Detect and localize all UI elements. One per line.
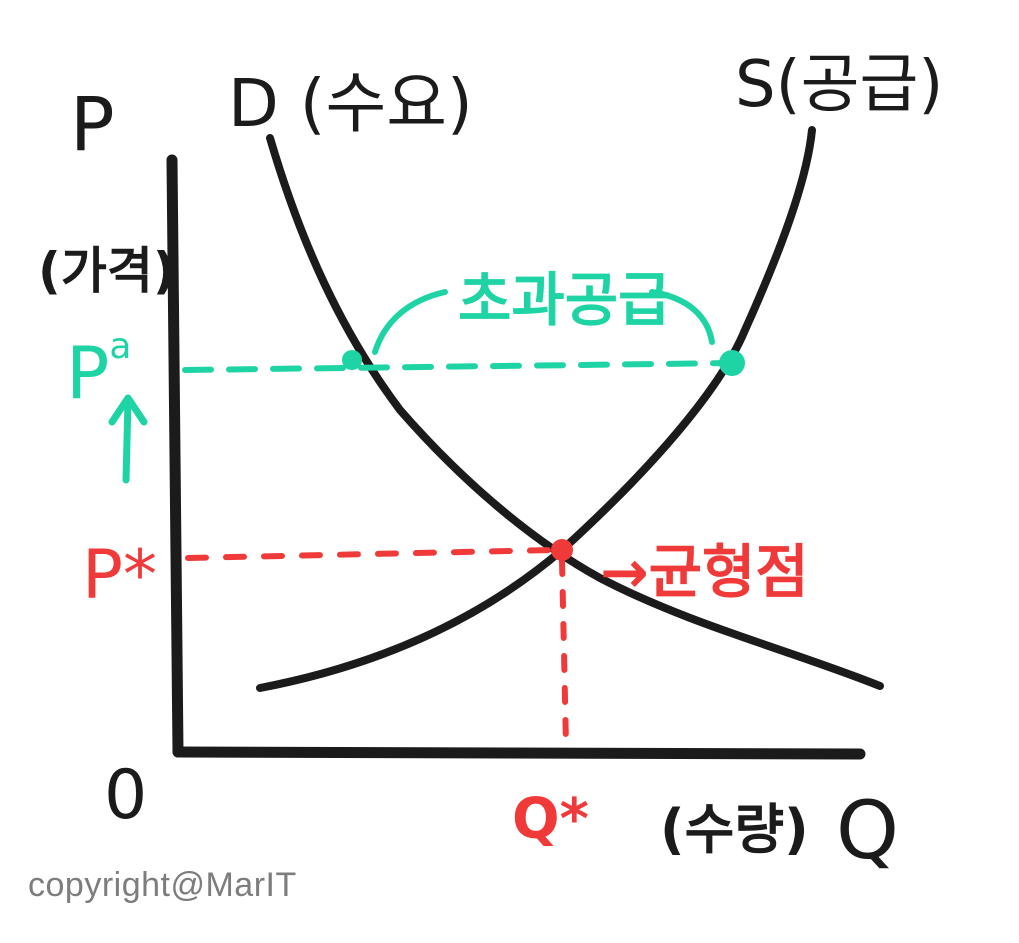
x-axis-symbol: Q (836, 784, 899, 877)
equilibrium-point-label: →균형점 (600, 538, 809, 606)
demand-point-pa (342, 350, 362, 370)
y-axis-symbol: P (70, 82, 115, 168)
y-axis (166, 154, 184, 758)
y-axis-label: (가격) (38, 242, 176, 300)
price-pa-superscript: a (109, 326, 131, 367)
price-star-dashed-line (185, 547, 558, 561)
demand-curve (266, 134, 884, 690)
excess-supply-label: 초과공급 (458, 266, 671, 334)
origin-label: 0 (104, 756, 147, 835)
price-pa-label: Pa (66, 326, 131, 415)
equilibrium-point (551, 539, 573, 561)
supply-curve-label: S(공급) (735, 48, 943, 122)
supply-point-pa (719, 350, 745, 376)
demand-curve-label: D (수요) (228, 65, 473, 142)
quantity-star-label: Q* (512, 787, 589, 852)
price-pa-dashed-line (182, 360, 738, 373)
supply-curve (256, 126, 816, 692)
x-axis-label: (수량) (660, 798, 809, 861)
x-axis (172, 746, 866, 760)
quantity-star-dashed-line (559, 557, 569, 748)
excess-supply-brace-right (649, 289, 715, 345)
excess-supply-brace-left (372, 289, 448, 355)
up-arrow-icon (108, 394, 148, 484)
copyright-watermark: copyright@MarIT (28, 866, 297, 904)
price-star-label: P* (82, 536, 157, 615)
